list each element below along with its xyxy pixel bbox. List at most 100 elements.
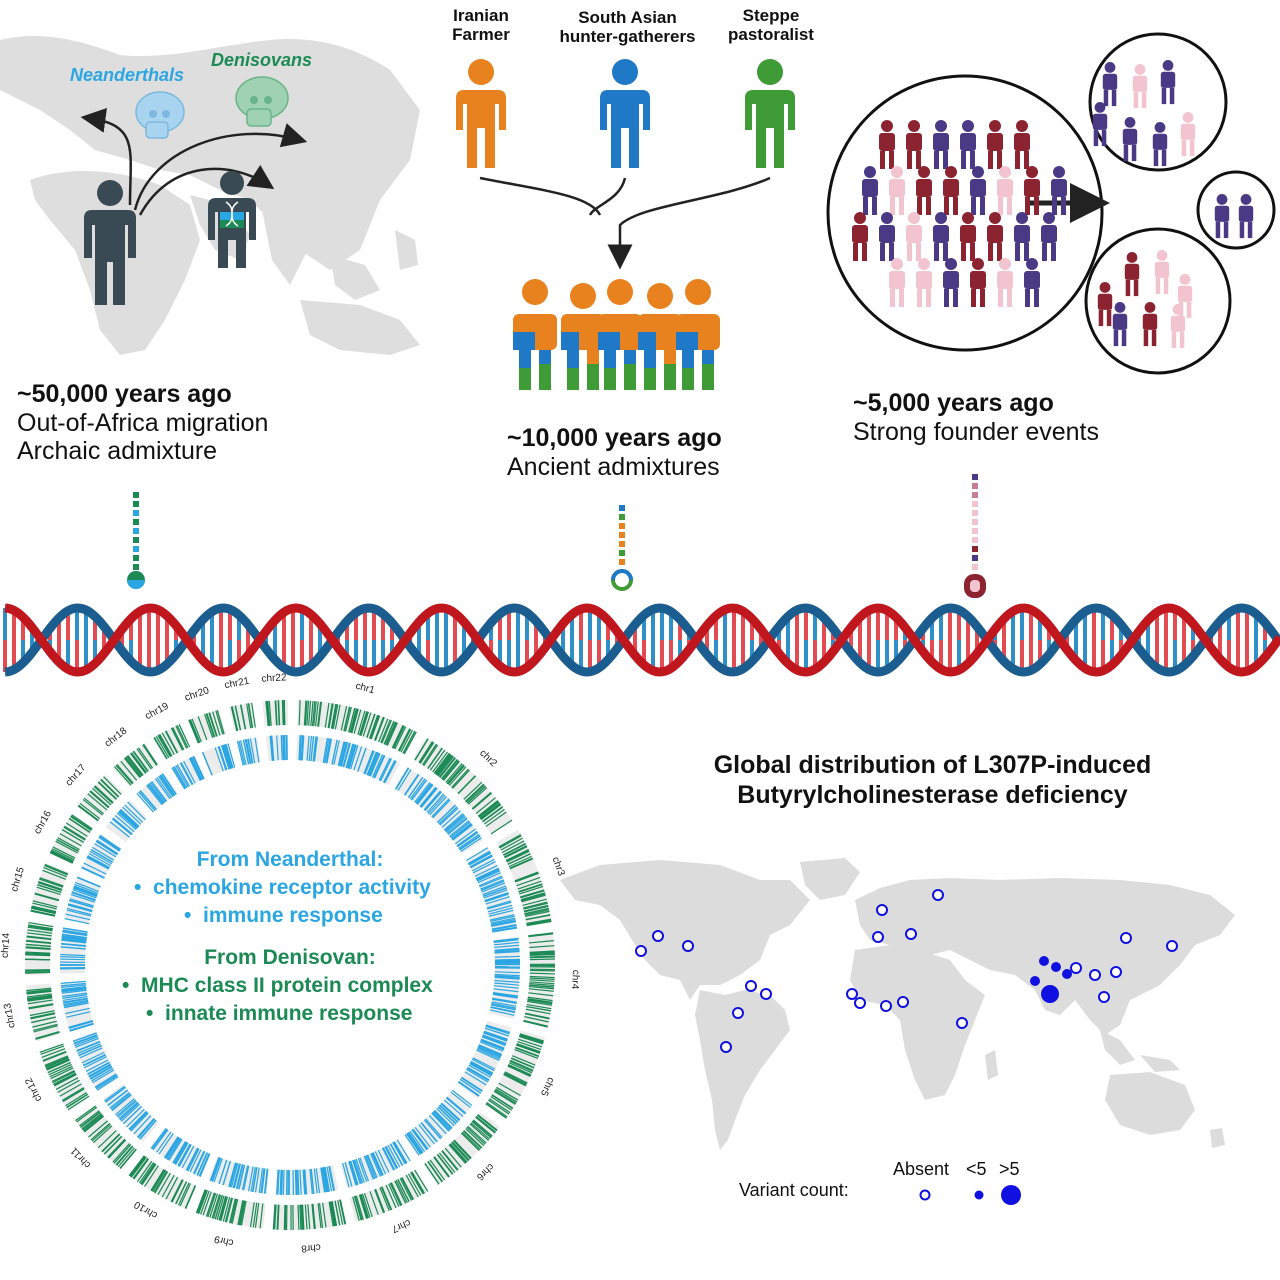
variant-low-marker <box>1062 969 1072 979</box>
founder-person <box>970 166 986 215</box>
founder-person <box>970 258 986 307</box>
founder-person <box>960 212 976 261</box>
steppe-pastoralist-figure <box>745 59 795 168</box>
variant-absent-marker <box>956 1017 968 1029</box>
founder-person <box>1160 60 1176 105</box>
denisovans-label: Denisovans <box>211 50 313 70</box>
variant-absent-marker <box>720 1041 732 1053</box>
variant-high-marker <box>1041 985 1059 1003</box>
variant-absent-marker <box>635 945 647 957</box>
founder-person <box>1180 112 1196 157</box>
founder-person <box>1092 102 1108 147</box>
founder-person <box>916 166 932 215</box>
founder-person <box>943 166 959 215</box>
founder-event-diagram <box>826 32 1276 375</box>
founder-person <box>916 258 932 307</box>
migration-arrows <box>80 107 308 216</box>
founder-person <box>1102 62 1118 107</box>
founder-person <box>1170 304 1186 349</box>
variant-absent-marker <box>745 980 757 992</box>
variant-absent-marker <box>846 988 858 1000</box>
variant-legend-markers <box>919 1185 1021 1205</box>
variant-absent-marker <box>1110 966 1122 978</box>
circos-plot <box>25 700 556 1231</box>
founder-person <box>997 258 1013 307</box>
founder-person <box>960 120 976 169</box>
founder-person <box>943 258 959 307</box>
chromosome-label-chr4: chr4 <box>568 969 581 990</box>
chromosome-label-chr14: chr14 <box>0 932 12 959</box>
founder-person <box>1024 258 1040 307</box>
variant-absent-marker <box>1120 932 1132 944</box>
world-map-top-left <box>0 35 420 355</box>
founder-person <box>1132 64 1148 109</box>
founder-person <box>1051 166 1067 215</box>
variant-absent-marker <box>652 930 664 942</box>
founder-person <box>879 120 895 169</box>
founder-person <box>1122 117 1138 162</box>
legend-high-marker <box>1001 1185 1021 1205</box>
variant-absent-marker <box>1089 969 1101 981</box>
variant-low-marker <box>1030 976 1040 986</box>
variant-absent-marker <box>876 904 888 916</box>
variant-absent-marker <box>682 940 694 952</box>
circos-functions: From Neanderthal: • chemokine receptor a… <box>120 848 460 1026</box>
neanderthal-item-1: • chemokine receptor activity <box>134 876 431 899</box>
founder-person <box>1214 194 1230 239</box>
founder-person <box>1152 122 1168 167</box>
legend-high-label: >5 <box>999 1159 1020 1179</box>
haplotype-bars <box>127 474 986 598</box>
founder-person <box>889 166 905 215</box>
era-10000: ~10,000 years ago Ancient admixtures <box>507 424 722 481</box>
admixed-person <box>676 279 720 390</box>
variant-absent-marker <box>897 996 909 1008</box>
founder-person <box>987 212 1003 261</box>
variant-absent-marker <box>905 928 917 940</box>
founder-person <box>1238 194 1254 239</box>
founder-person <box>1024 166 1040 215</box>
neanderthal-item-2: • immune response <box>184 904 383 927</box>
iranian-farmer-figure <box>456 59 506 168</box>
founder-person <box>1124 252 1140 297</box>
neanderthal-heading: From Neanderthal: <box>196 848 384 871</box>
admixed-person <box>561 283 605 390</box>
founder-person <box>906 120 922 169</box>
variant-low-marker <box>1051 962 1061 972</box>
denisovan-item-1: • MHC class II protein complex <box>122 974 433 997</box>
modern-human-figure <box>84 180 136 305</box>
variant-markers <box>635 889 1178 1053</box>
admixture-merge-lines <box>479 176 771 270</box>
denisovan-skull-icon <box>235 76 289 127</box>
variant-absent-marker <box>932 889 944 901</box>
legend-low-marker <box>974 1190 984 1200</box>
admixed-person <box>638 283 682 390</box>
variant-absent-marker <box>1070 962 1082 974</box>
founder-person <box>1041 212 1057 261</box>
admixed-person <box>598 279 642 390</box>
denisovan-item-2: • innate immune response <box>146 1002 413 1025</box>
neanderthal-skull-icon <box>135 91 185 139</box>
legend-absent-label: Absent <box>893 1159 950 1179</box>
legend-variant-count-label: Variant count: <box>739 1180 849 1200</box>
era-50000: ~50,000 years ago Out-of-Africa migratio… <box>17 380 269 465</box>
dna-helix <box>3 603 1280 677</box>
founder-person <box>852 212 868 261</box>
founder-person <box>879 212 895 261</box>
founder-person <box>1142 302 1158 347</box>
admixed-person <box>513 279 557 390</box>
legend-absent-marker <box>919 1189 931 1201</box>
founder-person <box>889 258 905 307</box>
legend-low-label: <5 <box>966 1159 987 1179</box>
iranian-farmer-label: Iranian Farmer <box>452 6 510 44</box>
founder-person <box>1097 282 1113 327</box>
founder-person <box>906 212 922 261</box>
era-5000: ~5,000 years ago Strong founder events <box>853 389 1099 446</box>
founder-person <box>933 120 949 169</box>
variant-absent-marker <box>1098 991 1110 1003</box>
admixed-human-figure <box>208 171 256 268</box>
founder-person <box>997 166 1013 215</box>
founder-person <box>1154 250 1170 295</box>
founder-person <box>1014 120 1030 169</box>
south-asian-hg-figure <box>600 59 650 168</box>
